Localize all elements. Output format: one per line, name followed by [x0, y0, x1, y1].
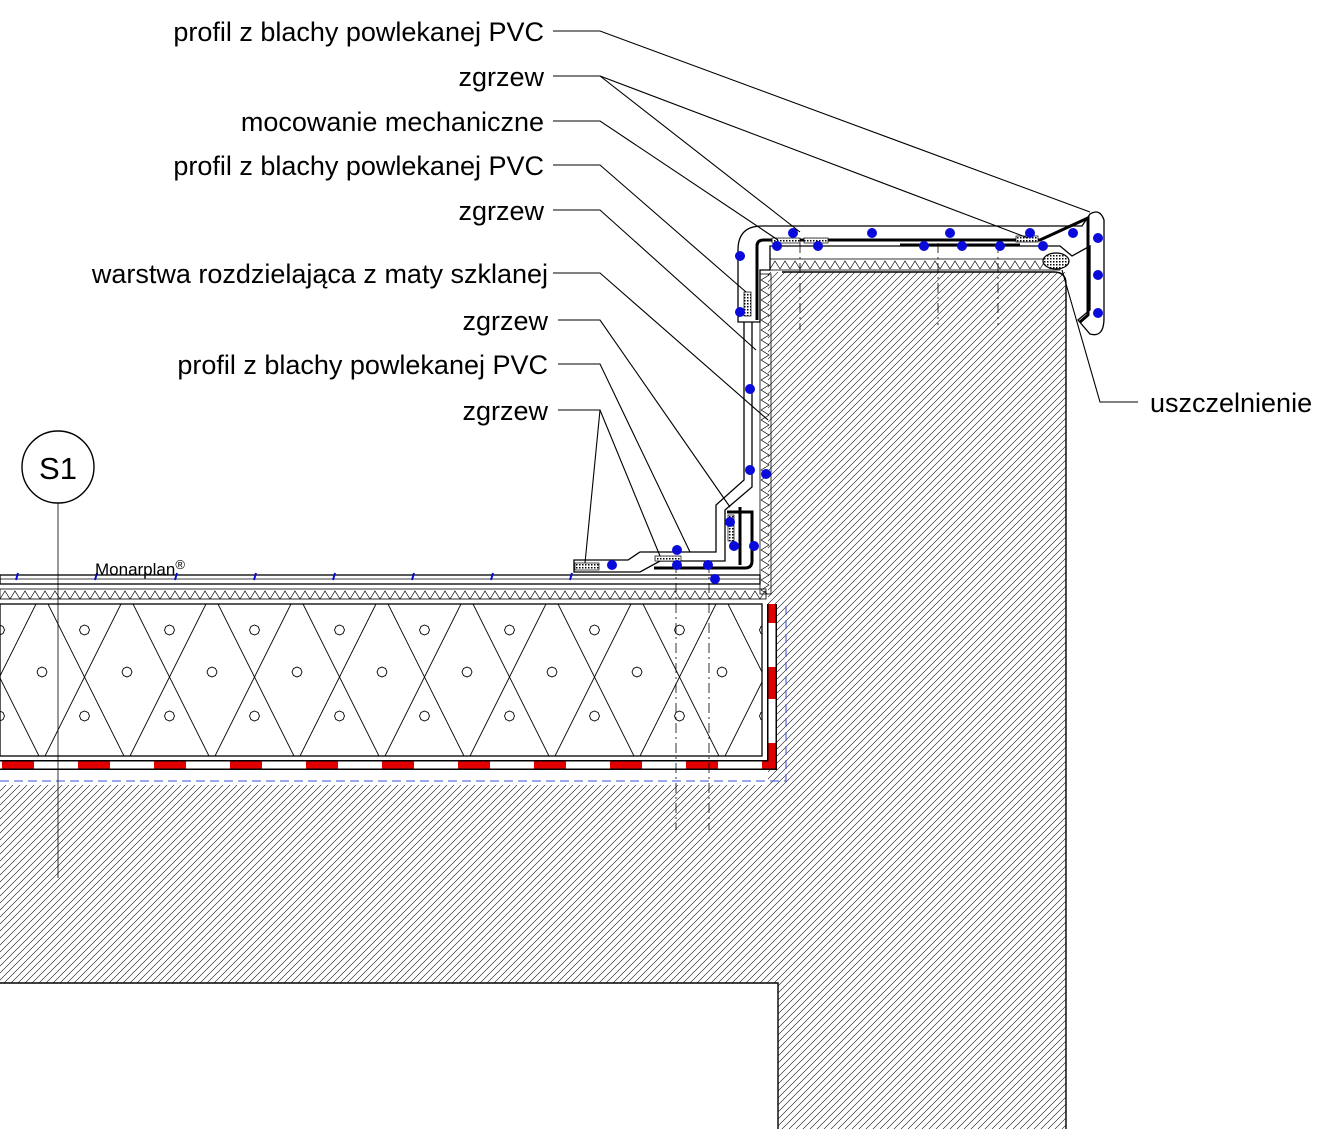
leader-lines	[553, 30, 1138, 564]
section-tag-label: S1	[39, 451, 77, 486]
lower-pvc-profile	[573, 274, 754, 573]
label-mechanical-fastening: mocowanie mechaniczne	[241, 107, 544, 137]
svg-text:Monarplan®: Monarplan®	[95, 557, 185, 579]
vapour-barrier	[0, 603, 787, 782]
fastener-axis-lines	[675, 243, 999, 830]
label-lower-profile: profil z blachy powlekanej PVC	[177, 350, 548, 380]
brand-registered-mark: ®	[175, 557, 185, 572]
label-weld-2: zgrzew	[458, 196, 544, 226]
roof-membrane-field	[0, 572, 761, 585]
fastener-dots	[607, 228, 1103, 584]
brand-name: Monarplan	[95, 560, 175, 579]
section-marker: S1	[21, 430, 95, 878]
label-separation-layer: warstwa rozdzielająca z maty szklanej	[91, 259, 548, 289]
label-inner-profile: profil z blachy powlekanej PVC	[173, 151, 544, 181]
label-weld-1: zgrzew	[458, 62, 544, 92]
label-coping-profile: profil z blachy powlekanej PVC	[173, 17, 544, 47]
annotation-labels: profil z blachy powlekanej PVC zgrzew mo…	[91, 17, 1312, 426]
label-sealing: uszczelnienie	[1150, 388, 1312, 418]
membrane-brand: Monarplan®	[95, 557, 185, 579]
label-weld-4: zgrzew	[462, 396, 548, 426]
thermal-insulation	[0, 603, 763, 757]
label-weld-3: zgrzew	[462, 306, 548, 336]
